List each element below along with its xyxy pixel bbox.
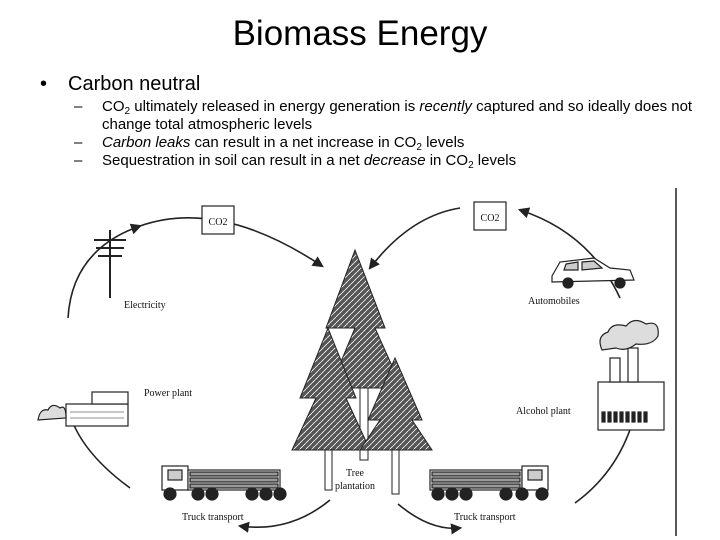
label-tree: Tree [346,468,365,479]
automobile-icon [551,257,635,289]
arrow-electricity-to-co2 [67,223,143,319]
label-electricity: Electricity [124,300,166,311]
arrow-automobiles-to-co2 [517,207,621,299]
subpoint-text: levels [421,134,465,151]
bullet-carbon-neutral: • Carbon neutral [40,72,200,96]
subpoint-sequestration: – Sequestration in soil can result in a … [74,152,694,171]
subpoint-carbon-leaks: – Carbon leaks can result in a net incre… [74,134,694,153]
arrow-co2-to-tree-right [368,207,461,270]
label-alcohol-plant: Alcohol plant [516,406,571,417]
power-plant-icon [37,391,129,427]
truck-left-icon [161,465,287,501]
cycle-illustration: CO2 CO2 Electricity Power plant [37,188,677,536]
subpoint-text: can result in a net increase in CO [190,134,417,151]
electricity-pole-icon [94,230,126,298]
subpoint-text: in CO [425,152,469,169]
arrow-tree-to-truck-left [237,499,331,533]
bullet-text: Carbon neutral [68,73,201,95]
dash-marker: – [74,152,83,169]
label-truck-right: Truck transport [454,512,516,523]
dash-marker: – [74,98,83,115]
slide-title: Biomass Energy [232,14,488,53]
label-truck-left: Truck transport [182,512,244,523]
alcohol-plant-icon [597,319,665,431]
tree-plantation-icon [291,248,433,495]
co2-box-right: CO2 [473,201,507,231]
subscript: 2 [416,142,422,153]
subscript: 2 [468,160,474,171]
emphasis-text: Carbon leaks [102,134,191,151]
subpoint-list: – CO2 ultimately released in energy gene… [74,98,694,171]
dash-marker: – [74,134,83,151]
co2-label-left: CO2 [209,217,228,228]
label-automobiles: Automobiles [528,296,580,307]
biomass-cycle-diagram: CO2 CO2 Electricity Power plant [30,188,678,536]
subpoint-text: ultimately released in energy generation… [130,98,420,115]
subpoint-text: captured and so ideally does not change … [102,98,693,133]
co2-box-left: CO2 [201,205,235,235]
label-plantation: plantation [335,481,375,492]
subpoint-text: levels [473,152,517,169]
subpoint-co2-released: – CO2 ultimately released in energy gene… [74,98,694,134]
subpoint-text: Sequestration in soil can result in a ne… [102,152,364,169]
co2-label-right: CO2 [481,213,500,224]
truck-right-icon [429,465,549,501]
subpoint-text: CO [102,98,125,115]
arrow-tree-to-truck-right [397,503,463,535]
bullet-dot: • [40,73,48,95]
label-power-plant: Power plant [144,388,192,399]
subscript: 2 [124,106,131,117]
emphasis-text: recently [419,98,472,115]
emphasis-text: decrease [363,152,426,169]
